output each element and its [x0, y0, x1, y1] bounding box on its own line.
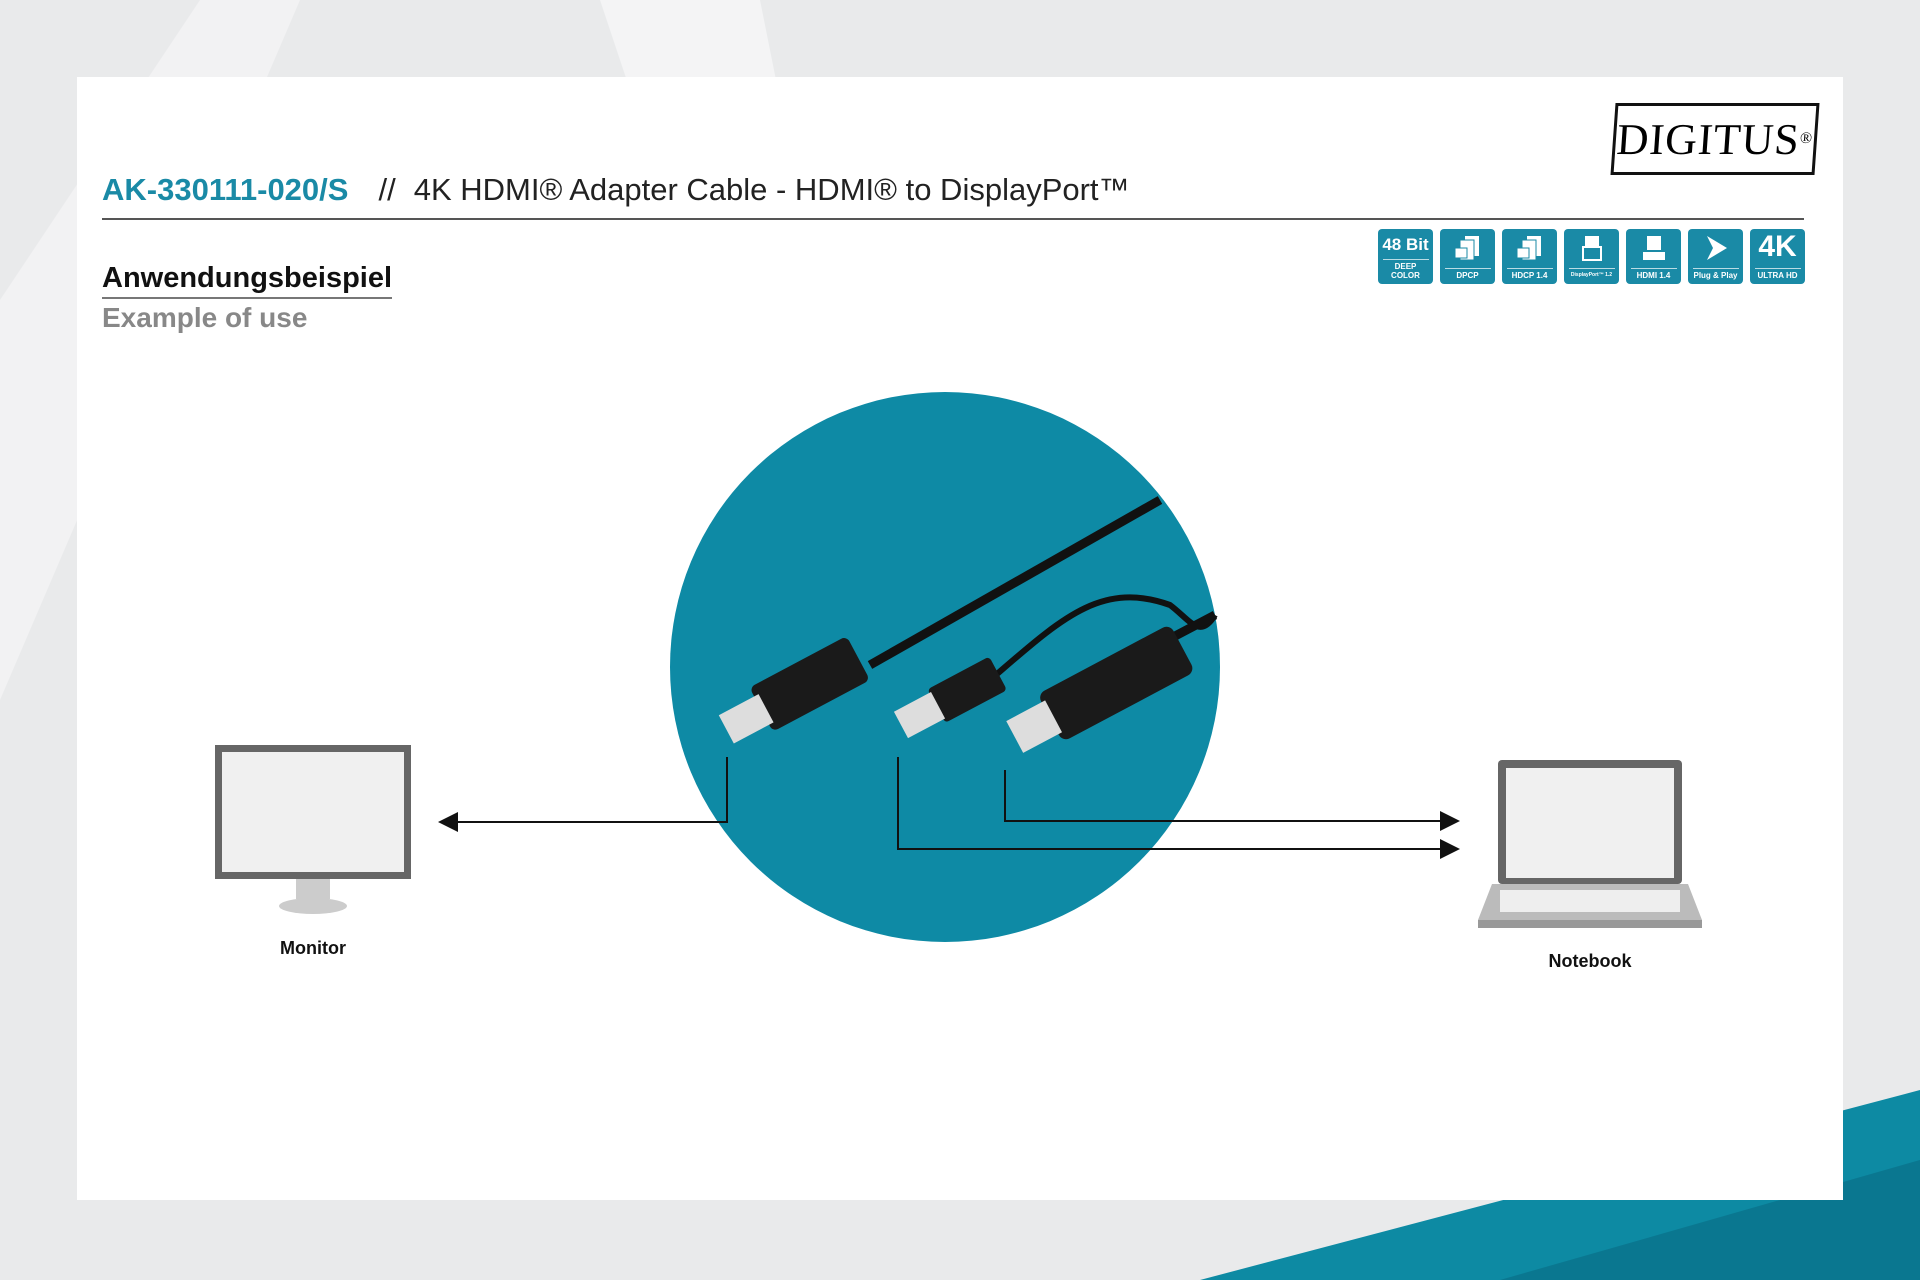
ultra-hd-icon: 4K ULTRA HD — [1750, 229, 1805, 284]
plug-and-play-icon: Plug & Play — [1688, 229, 1743, 284]
icon-label: DEEP COLOR — [1382, 259, 1429, 280]
section-title-german: Anwendungsbeispiel — [102, 262, 393, 299]
icon-big-text: 4K — [1758, 230, 1797, 263]
dpcp-icon: DPCP — [1440, 229, 1495, 284]
product-circle — [670, 392, 1220, 942]
monitor-label: Monitor — [280, 938, 346, 958]
product-code: AK-330111-020/S — [102, 172, 349, 207]
monitor-icon — [215, 745, 411, 914]
notebook-label: Notebook — [1548, 951, 1632, 971]
hdcp-icon: HDCP 1.4 — [1502, 229, 1557, 284]
icon-label: ULTRA HD — [1754, 268, 1801, 280]
section-title-english: Example of use — [102, 302, 308, 333]
title-separator: // — [378, 172, 396, 207]
icon-big-text: 48 Bit — [1382, 235, 1429, 254]
usb-to-notebook-arrow — [897, 757, 1460, 859]
header-divider — [102, 218, 1804, 220]
hdmi-icon: HDMI 1.4 — [1626, 229, 1681, 284]
page-title: AK-330111-020/S // 4K HDMI® Adapter Cable … — [102, 172, 1130, 208]
icon-label: Plug & Play — [1692, 268, 1739, 280]
icon-label: HDCP 1.4 — [1506, 268, 1553, 280]
icon-label: DisplayPort™ 1.2 — [1568, 268, 1615, 280]
hdmi-to-notebook-arrow — [1004, 770, 1460, 831]
cable-product-image — [718, 496, 1218, 753]
product-title: 4K HDMI® Adapter Cable - HDMI® to Displa… — [413, 172, 1130, 207]
icon-label: HDMI 1.4 — [1630, 268, 1677, 280]
displayport-to-monitor-arrow — [438, 757, 728, 832]
icon-label: DPCP — [1444, 268, 1491, 280]
displayport-icon: DisplayPort™ 1.2 — [1564, 229, 1619, 284]
notebook-icon — [1478, 760, 1702, 928]
